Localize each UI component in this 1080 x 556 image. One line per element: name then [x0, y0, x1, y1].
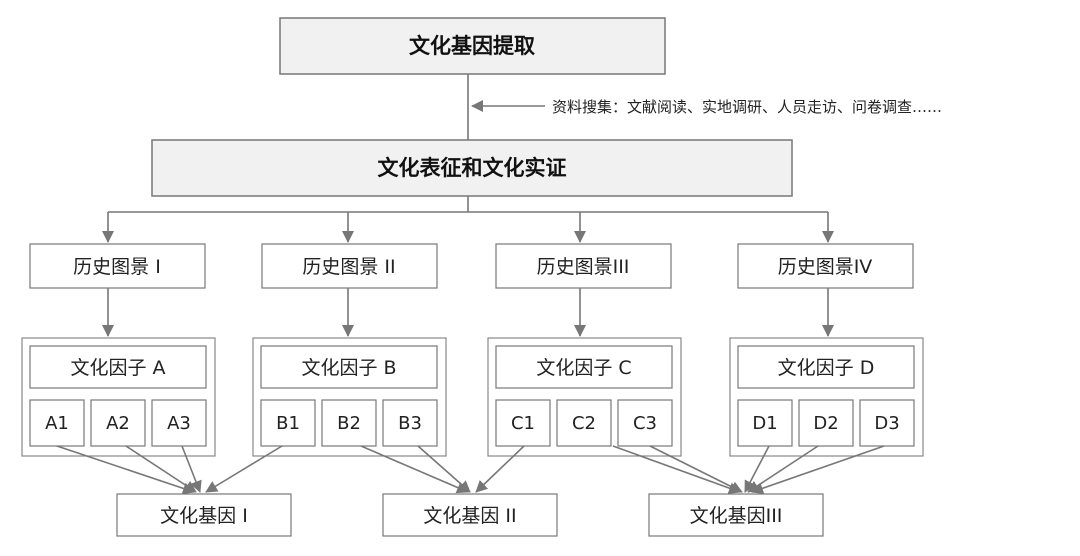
factor-item: A1: [45, 413, 69, 434]
factor-item: B3: [398, 413, 422, 434]
note-label: 资料搜集：文献阅读、实地调研、人员走访、问卷调查……: [552, 98, 942, 116]
arrow-item-gene: [125, 445, 197, 493]
scene-label: 历史图景III: [537, 256, 630, 278]
factor-item: D1: [752, 413, 777, 434]
gene-node: 文化基因 I: [116, 493, 292, 537]
scene-label: 历史图景 II: [302, 256, 395, 278]
gene-label: 文化基因 II: [423, 505, 516, 527]
factor-label: 文化因子 A: [70, 357, 165, 379]
factor-item: B2: [337, 413, 361, 434]
arrow-item-gene: [360, 445, 469, 494]
factor-label: 文化因子 B: [301, 357, 396, 379]
second-node-label: 文化表征和文化实证: [378, 156, 567, 180]
factor-item: C3: [633, 413, 657, 434]
factor-item: B1: [276, 413, 300, 434]
scene-node: 历史图景III: [495, 243, 672, 289]
scene-node: 历史图景IV: [737, 243, 914, 289]
scene-node: 历史图景 I: [29, 243, 206, 289]
scene-label: 历史图景IV: [778, 256, 873, 278]
arrow-item-gene: [417, 445, 471, 493]
scene-node: 历史图景 II: [261, 243, 438, 289]
arrow-item-gene: [181, 445, 202, 493]
factor-group: 文化因子 D D1 D2 D3: [729, 337, 924, 457]
top-node: 文化基因提取: [279, 17, 666, 75]
factor-group: 文化因子 C C1 C2 C3: [487, 337, 682, 457]
arrow-item-gene: [751, 445, 885, 495]
factor-label: 文化因子 C: [536, 357, 631, 379]
gene-label: 文化基因III: [690, 505, 783, 527]
factor-item: D2: [813, 413, 838, 434]
factor-item: C1: [511, 413, 535, 434]
arrow-item-gene: [649, 445, 743, 493]
arrow-item-gene: [612, 445, 741, 494]
factor-group: 文化因子 B B1 B2 B3: [252, 337, 447, 457]
top-node-label: 文化基因提取: [409, 34, 535, 58]
scene-label: 历史图景 I: [73, 256, 161, 278]
gene-label: 文化基因 I: [160, 505, 248, 527]
gene-node: 文化基因III: [648, 493, 824, 537]
factor-label: 文化因子 D: [778, 357, 875, 379]
factor-item: A3: [167, 413, 191, 434]
factor-item: D3: [874, 413, 899, 434]
arrow-item-gene: [205, 445, 283, 493]
arrow-item-gene: [475, 445, 525, 493]
factor-group: 文化因子 A A1 A2 A3: [21, 337, 216, 457]
factor-item: C2: [572, 413, 596, 434]
gene-node: 文化基因 II: [382, 493, 558, 537]
factor-item: A2: [106, 413, 130, 434]
second-node: 文化表征和文化实证: [151, 139, 793, 197]
arrow-item-gene: [56, 445, 195, 495]
